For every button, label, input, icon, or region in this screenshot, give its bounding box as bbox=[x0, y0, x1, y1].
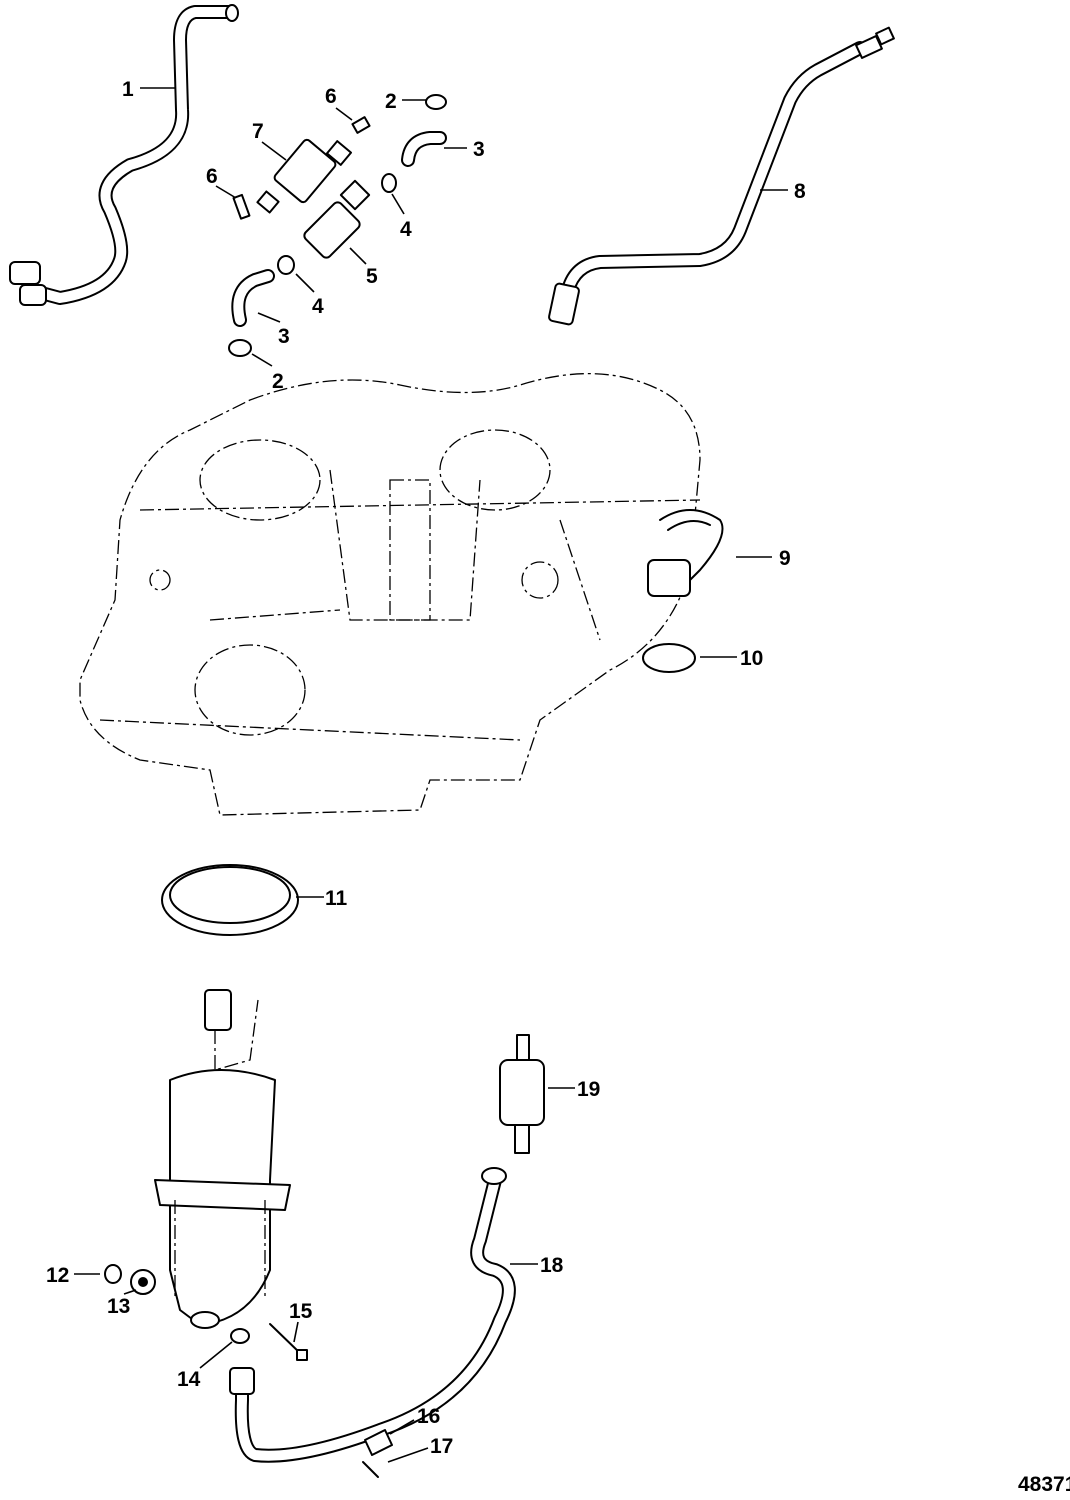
callout-3: 3 bbox=[278, 325, 290, 348]
callout-18: 18 bbox=[540, 1254, 564, 1277]
part-9-10 bbox=[642, 509, 724, 673]
callout-labels: 1 2 3 6 7 6 4 5 4 3 2 8 9 10 11 19 18 12… bbox=[46, 78, 1070, 1496]
callout-19: 19 bbox=[577, 1078, 600, 1101]
callout-5: 5 bbox=[366, 265, 378, 288]
callout-2: 2 bbox=[272, 370, 284, 393]
leader-lines bbox=[74, 87, 788, 1463]
diagram-id: 48371 bbox=[1018, 1473, 1070, 1496]
part-1-hose bbox=[9, 4, 239, 306]
callout-8: 8 bbox=[794, 180, 806, 203]
callout-13: 13 bbox=[107, 1295, 130, 1318]
callout-14: 14 bbox=[177, 1368, 201, 1391]
callout-17: 17 bbox=[430, 1435, 453, 1458]
callout-12: 12 bbox=[46, 1264, 69, 1287]
callout-7: 7 bbox=[252, 120, 264, 143]
filter-parts-group bbox=[228, 94, 447, 357]
callout-6: 6 bbox=[325, 85, 337, 108]
callout-6: 6 bbox=[206, 165, 218, 188]
callout-3: 3 bbox=[473, 138, 485, 161]
callout-4: 4 bbox=[400, 218, 412, 241]
callout-2: 2 bbox=[385, 90, 397, 113]
fuel-pump-assembly bbox=[104, 989, 308, 1361]
callout-10: 10 bbox=[740, 647, 763, 670]
part-11-seal bbox=[161, 864, 299, 936]
part-18-19 bbox=[229, 1034, 545, 1478]
callout-11: 11 bbox=[325, 887, 348, 910]
callout-16: 16 bbox=[417, 1405, 440, 1428]
part-8-fuel-line bbox=[548, 26, 895, 326]
callout-4: 4 bbox=[312, 295, 324, 318]
callout-1: 1 bbox=[122, 78, 134, 101]
housing-phantom-outline bbox=[79, 372, 701, 816]
callout-9: 9 bbox=[779, 547, 791, 570]
callout-15: 15 bbox=[289, 1300, 313, 1323]
